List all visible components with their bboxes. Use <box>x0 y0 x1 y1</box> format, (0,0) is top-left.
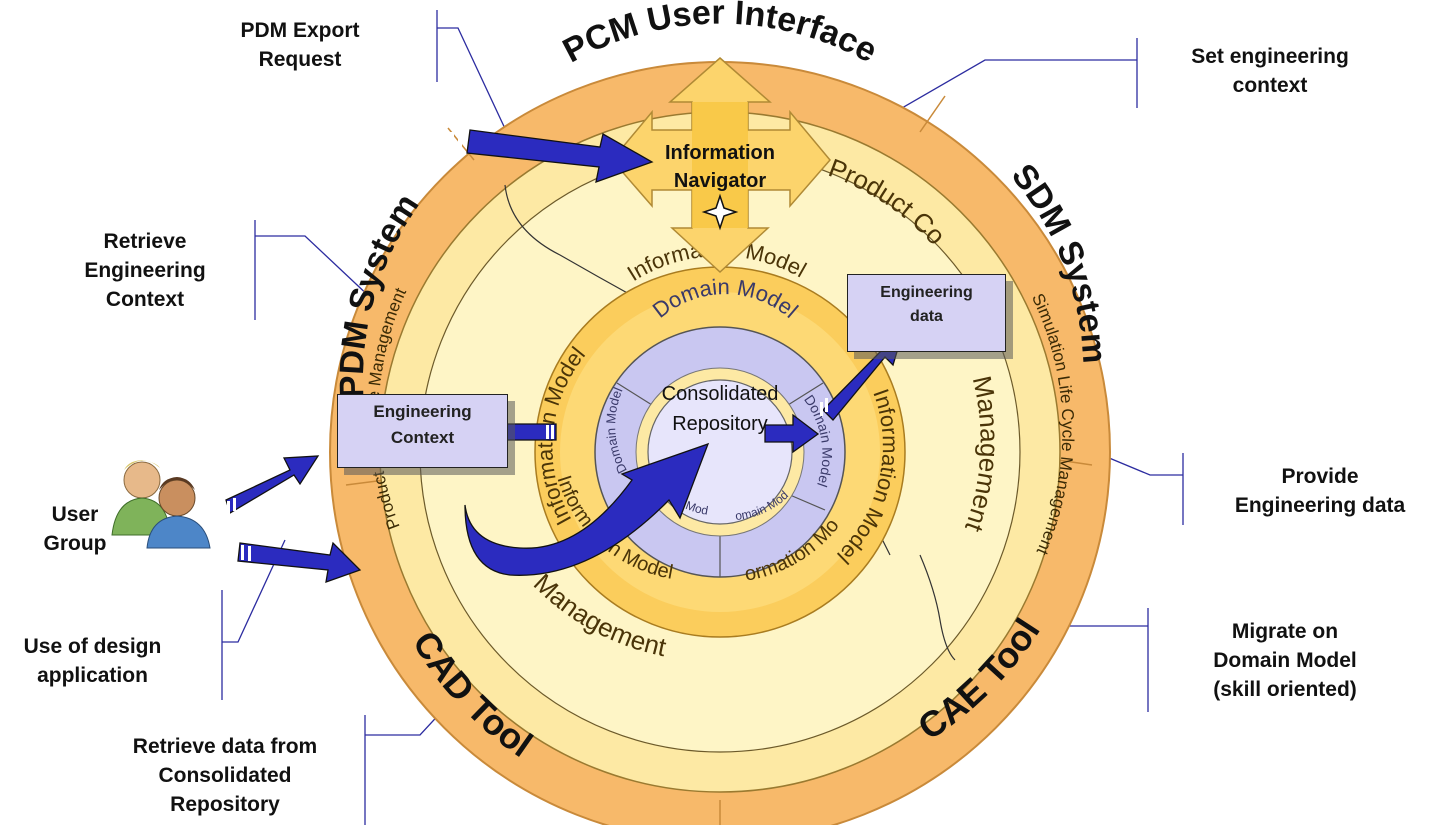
user-to-pdm-arrow <box>225 455 320 514</box>
pdm-export-arrow <box>466 129 654 183</box>
navigator-text-line: Information <box>665 142 775 164</box>
callout-pdm-export: PDM Export Request <box>240 19 360 71</box>
engineering-data-box: Engineering data <box>847 274 1006 352</box>
user-to-cad-arrow <box>237 541 362 583</box>
engineering-context-box: Engineering Context <box>337 394 508 468</box>
user-group-icon <box>111 460 211 549</box>
compass-icon <box>701 193 739 231</box>
center-text-line: Consolidated <box>662 383 779 405</box>
center-text-line: Repository <box>672 413 768 435</box>
repo-to-retrieve-arrow <box>464 442 710 576</box>
flow-arrows <box>225 129 903 583</box>
callout-set-context: Set engineering context <box>1191 45 1349 97</box>
callout-use-design: Use of design application <box>23 635 162 687</box>
navigator-text-line: Navigator <box>674 170 766 192</box>
callout-provide-data: Provide Engineering data <box>1234 465 1406 517</box>
callout-retrieve-repo: Retrieve data from Consolidated Reposito… <box>132 735 318 816</box>
callout-migrate: Migrate on Domain Model (skill oriented) <box>1213 620 1357 701</box>
repo-to-domain-arrow <box>764 413 820 454</box>
callout-retrieve-context: Retrieve Engineering Context <box>84 230 206 311</box>
callout-user-group: User Group <box>43 503 107 555</box>
